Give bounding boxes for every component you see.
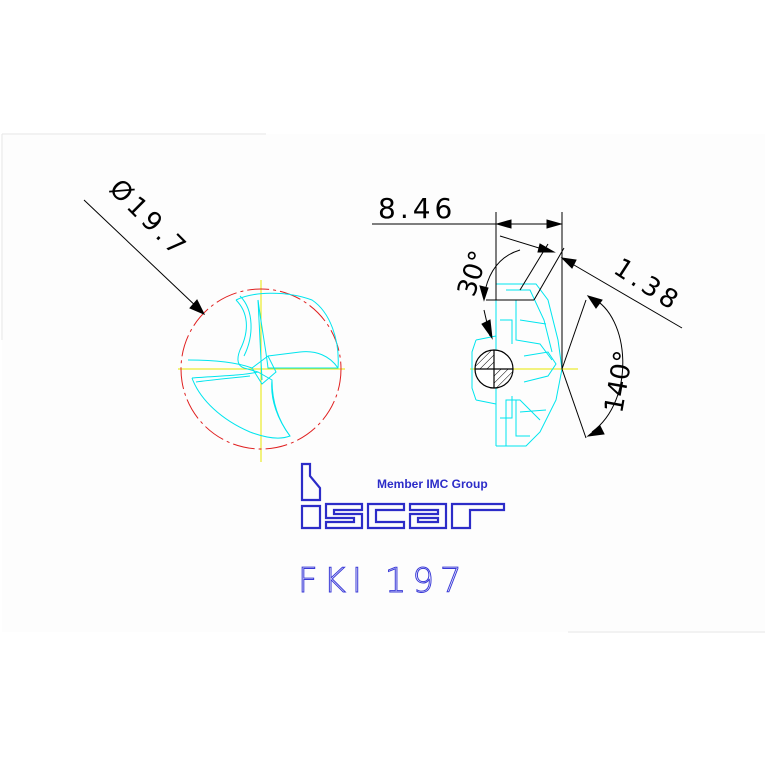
logo-tagline: Member IMC Group	[377, 477, 488, 491]
flat-dimension	[560, 257, 683, 329]
width-dimension	[372, 212, 563, 369]
diameter-leader	[83, 199, 206, 315]
flute-outline	[187, 292, 339, 439]
width-label: 8.46	[378, 192, 456, 225]
angle-140-dimension	[561, 295, 624, 439]
angle-30-dimension	[479, 235, 565, 340]
paper-frame	[1, 133, 765, 633]
diameter-circle	[180, 288, 342, 450]
iscar-logo	[300, 462, 506, 530]
section-circle	[474, 349, 514, 389]
model-number: FKI 197	[298, 561, 468, 601]
